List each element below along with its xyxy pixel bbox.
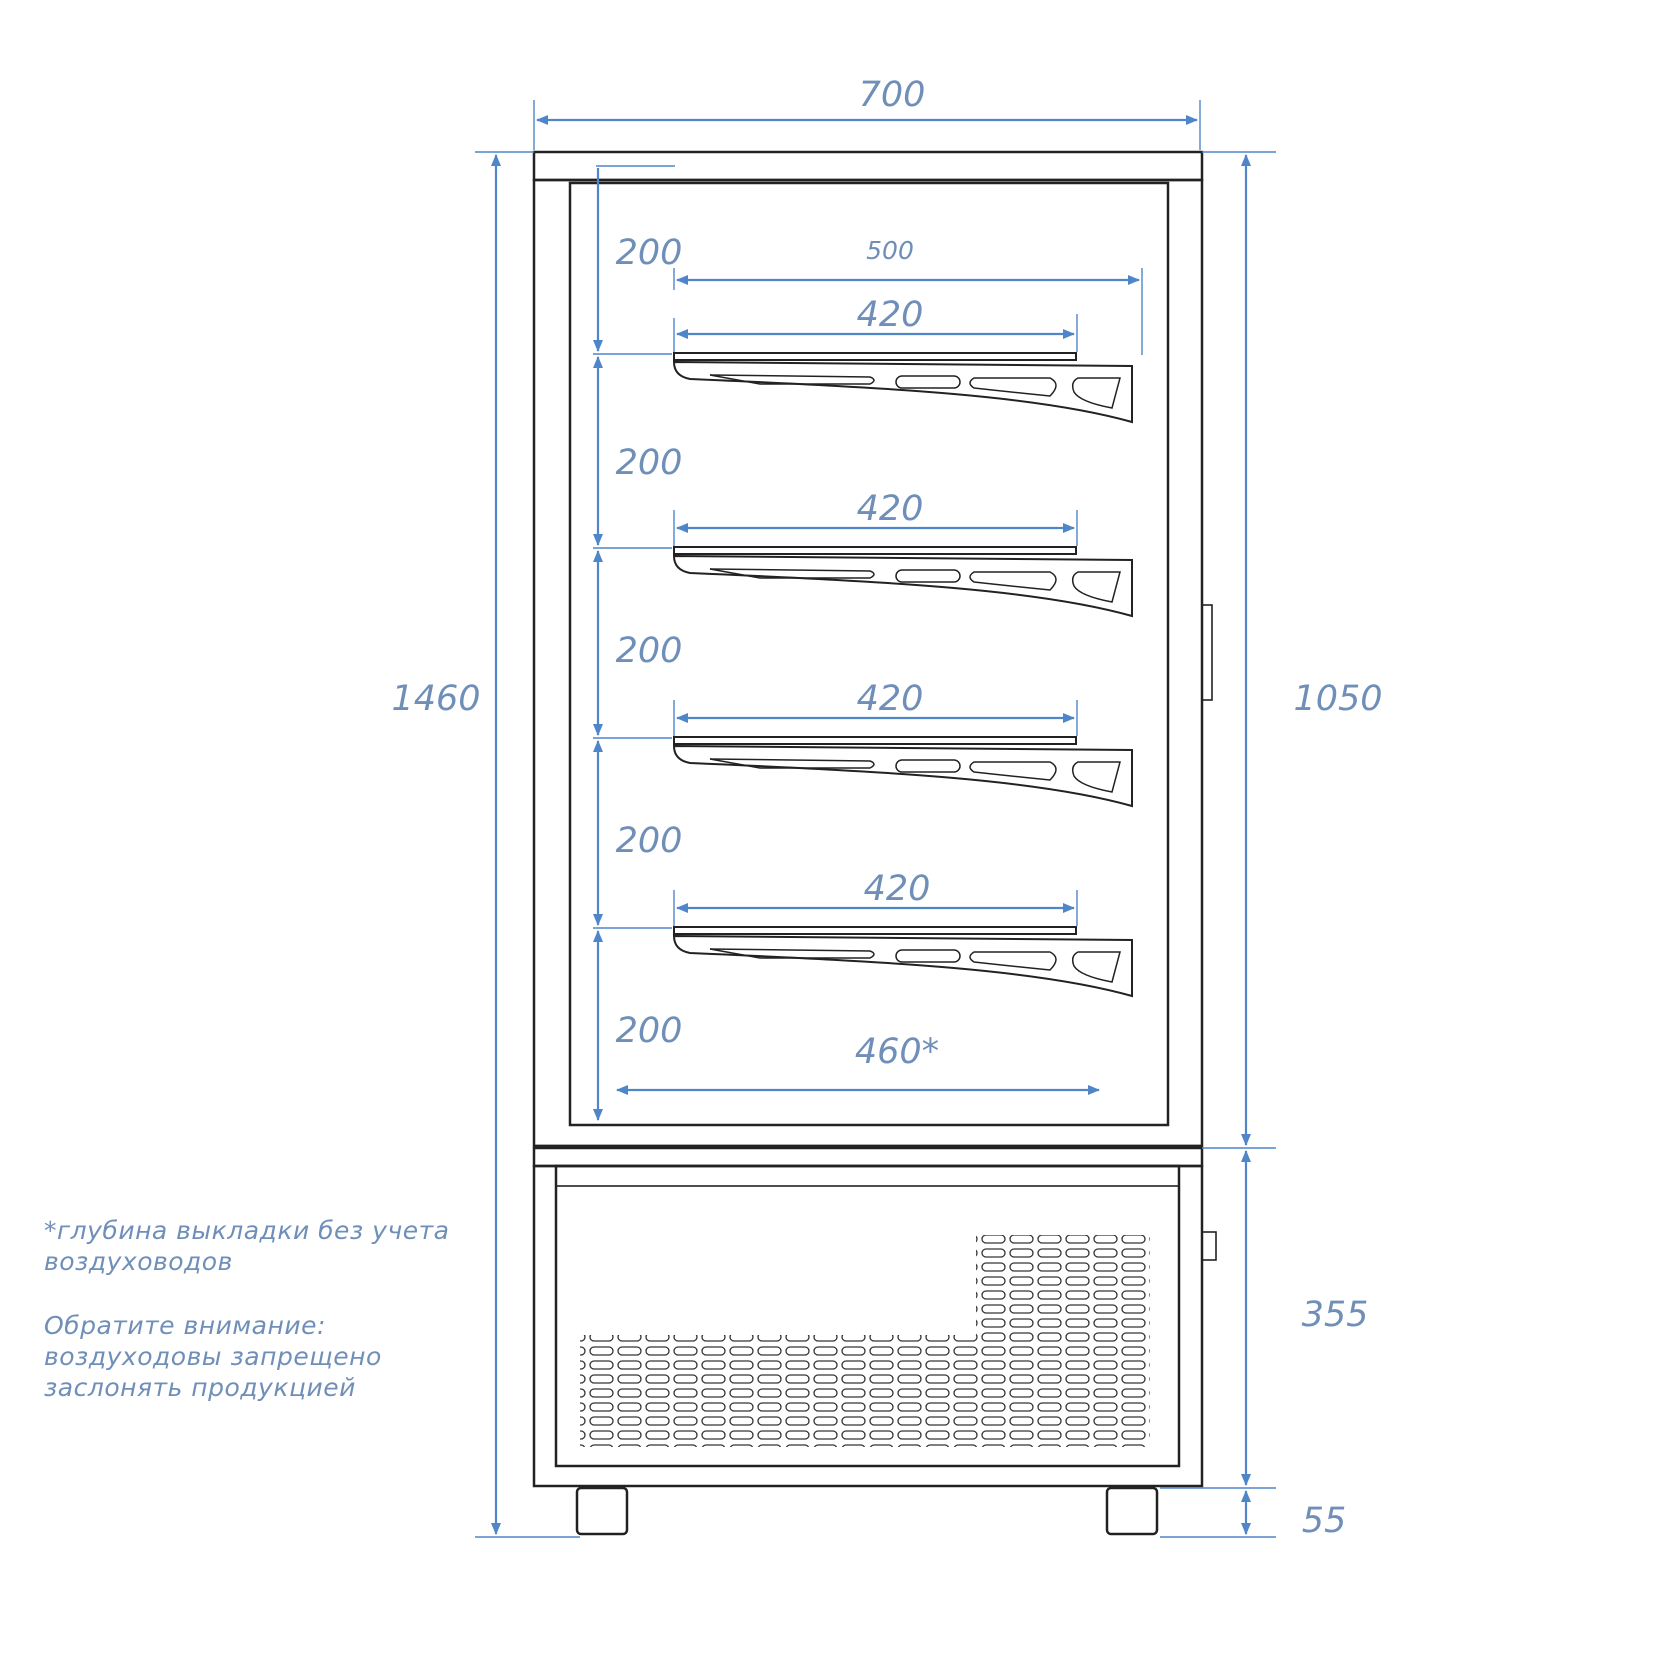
shelf-pitch-label: 200	[616, 1011, 683, 1051]
leg-height-label: 55	[1302, 1501, 1347, 1541]
left-leg	[575, 1486, 629, 1536]
shelf-depth-label: 420	[864, 869, 931, 909]
overall-width-label: 700	[859, 75, 926, 115]
bottom-depth-label: 460*	[855, 1032, 939, 1072]
ventilation-grille	[580, 1235, 1150, 1447]
cabinet-body	[532, 150, 1213, 1168]
warning-line: заслонять продукцией	[44, 1373, 356, 1402]
shelf	[672, 546, 1133, 618]
shelf-pitch-label: 200	[616, 631, 683, 671]
shelves	[672, 352, 1133, 998]
shelf-pitch-label: 200	[616, 443, 683, 483]
warning-line: воздуходовы запрещено	[44, 1342, 382, 1371]
right-leg	[1105, 1486, 1159, 1536]
base-height-label: 355	[1302, 1295, 1369, 1335]
shelf-pitch-label: 200	[616, 821, 683, 861]
shelf-depth-label: 420	[857, 679, 924, 719]
warning-note: Обратите внимание: воздуходовы запрещено…	[44, 1310, 474, 1403]
overall-height-label: 1460	[391, 679, 480, 719]
shelf-depth-label: 420	[857, 489, 924, 529]
footnote-line: *глубина выкладки без учета	[44, 1216, 450, 1245]
footnote-line: воздуховодов	[44, 1247, 233, 1276]
shelf-with-bracket-label: 500	[866, 236, 914, 265]
warning-line: Обратите внимание:	[44, 1311, 326, 1340]
shelf	[672, 736, 1133, 808]
notes: *глубина выкладки без учета воздуховодов…	[44, 1215, 474, 1436]
machine-compartment	[532, 1164, 1217, 1536]
dimension-lines	[475, 100, 1276, 1538]
dimension-labels: 700 1460 1050 355 55 200 200 200 200 200…	[391, 75, 1382, 1541]
shelf-pitch-label: 200	[616, 233, 683, 273]
shelf-depth-label: 420	[857, 295, 924, 335]
shelf	[672, 352, 1133, 424]
footnote: *глубина выкладки без учета воздуховодов	[44, 1215, 474, 1277]
showcase-height-label: 1050	[1293, 679, 1382, 719]
shelf	[672, 926, 1133, 998]
